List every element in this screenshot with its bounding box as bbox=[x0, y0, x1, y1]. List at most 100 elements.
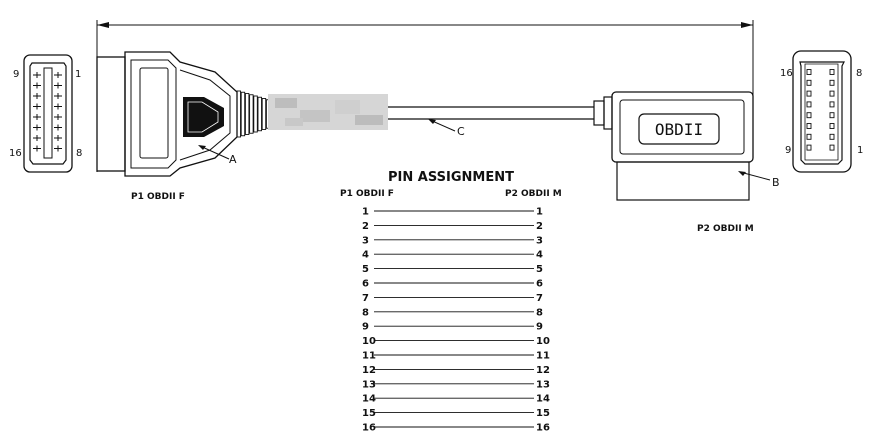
pin-contact bbox=[829, 123, 835, 129]
pin-contact bbox=[806, 69, 812, 75]
right-face-pins bbox=[806, 69, 835, 151]
left-pin-label-9: 9 bbox=[13, 69, 19, 80]
pin-right-number: 14 bbox=[536, 394, 550, 405]
pin-right-number: 15 bbox=[536, 408, 550, 419]
pin-contact bbox=[806, 144, 812, 151]
pin-contact bbox=[806, 101, 812, 108]
strain-relief-rib bbox=[253, 95, 258, 133]
pin-right-number: 2 bbox=[536, 221, 543, 232]
callout-c: C bbox=[428, 119, 465, 138]
pin-right-number: 8 bbox=[536, 307, 543, 318]
strain-relief-rib bbox=[244, 93, 250, 135]
pin-left-number: 11 bbox=[362, 351, 376, 362]
right-pin-label-16: 16 bbox=[780, 68, 793, 79]
pin-table-left-header: P1 OBDII F bbox=[340, 189, 394, 199]
right-pin-label-1: 1 bbox=[857, 145, 863, 156]
left-pin-label-16: 16 bbox=[9, 148, 22, 159]
pin-row: 13 13 bbox=[362, 379, 550, 390]
pin-row: 12 12 bbox=[362, 365, 550, 376]
pin-left-number: 1 bbox=[362, 207, 369, 218]
pin-left-number: 10 bbox=[362, 336, 376, 347]
pin-row: 14 14 bbox=[362, 394, 550, 405]
callout-b: B bbox=[738, 171, 780, 189]
pin-contact bbox=[829, 79, 835, 86]
pin-assignment-title: PIN ASSIGNMENT bbox=[388, 170, 514, 185]
pin-contact bbox=[829, 101, 835, 108]
right-connector-body: OBDII bbox=[593, 91, 754, 201]
pin-left-number: 8 bbox=[362, 307, 369, 318]
callout-a: A bbox=[198, 145, 237, 166]
pin-left-number: 2 bbox=[362, 221, 369, 232]
pin-right-number: 13 bbox=[536, 379, 550, 390]
callout-c-letter: C bbox=[457, 125, 465, 138]
callout-b-letter: B bbox=[772, 176, 780, 189]
cable bbox=[388, 106, 594, 120]
pin-contact bbox=[806, 133, 812, 140]
right-pin-label-9: 9 bbox=[785, 145, 791, 156]
callout-a-letter: A bbox=[229, 153, 237, 166]
left-connector-label: P1 OBDII F bbox=[131, 192, 185, 202]
pin-right-number: 6 bbox=[536, 279, 543, 290]
strain-relief-rib bbox=[236, 90, 241, 138]
pin-left-number: 14 bbox=[362, 394, 376, 405]
left-face-pins bbox=[33, 72, 62, 152]
pin-right-number: 9 bbox=[536, 322, 543, 333]
pin-contact bbox=[829, 112, 835, 119]
pin-left-number: 15 bbox=[362, 408, 376, 419]
pin-left-number: 12 bbox=[362, 365, 376, 376]
pin-contact bbox=[806, 123, 812, 129]
pin-left-number: 3 bbox=[362, 235, 369, 246]
pin-right-number: 10 bbox=[536, 336, 550, 347]
length-dimension bbox=[96, 20, 754, 172]
right-connector-label: P2 OBDII M bbox=[697, 224, 754, 234]
pin-right-number: 1 bbox=[536, 207, 543, 218]
left-connector-body bbox=[96, 51, 271, 177]
right-pin-label-8: 8 bbox=[856, 68, 862, 79]
pin-contact bbox=[806, 112, 812, 119]
pin-right-number: 4 bbox=[536, 250, 543, 261]
right-connector-face: 16 8 9 1 bbox=[780, 50, 863, 173]
left-pin-label-8: 8 bbox=[76, 148, 82, 159]
pin-right-number: 3 bbox=[536, 235, 543, 246]
pin-left-number: 16 bbox=[362, 423, 376, 434]
strain-relief-rib bbox=[240, 91, 246, 137]
pin-contact bbox=[806, 79, 812, 86]
pin-table-right-header: P2 OBDII M bbox=[505, 189, 562, 199]
pin-right-number: 16 bbox=[536, 423, 550, 434]
strain-relief-rib bbox=[249, 94, 254, 134]
pin-row: 10 10 bbox=[362, 336, 550, 347]
pin-row: 11 11 bbox=[362, 351, 550, 362]
pin-right-number: 5 bbox=[536, 264, 543, 275]
right-body-text: OBDII bbox=[655, 120, 703, 139]
pin-left-number: 13 bbox=[362, 379, 376, 390]
strain-relief-rib bbox=[261, 98, 267, 130]
strain-relief-ribs bbox=[236, 90, 271, 138]
pin-right-number: 12 bbox=[536, 365, 550, 376]
pin-right-number: 11 bbox=[536, 351, 550, 362]
pin-left-number: 5 bbox=[362, 264, 369, 275]
pin-contact bbox=[829, 133, 835, 140]
pin-left-number: 6 bbox=[362, 279, 369, 290]
strain-relief-rib bbox=[257, 96, 262, 132]
pin-contact bbox=[829, 69, 835, 75]
pin-left-number: 7 bbox=[362, 293, 369, 304]
pin-left-number: 9 bbox=[362, 322, 369, 333]
pin-contact bbox=[806, 90, 812, 97]
left-connector-face: 9 1 16 8 bbox=[9, 54, 82, 173]
blurred-label-region bbox=[268, 94, 388, 130]
left-pin-label-1: 1 bbox=[75, 69, 81, 80]
